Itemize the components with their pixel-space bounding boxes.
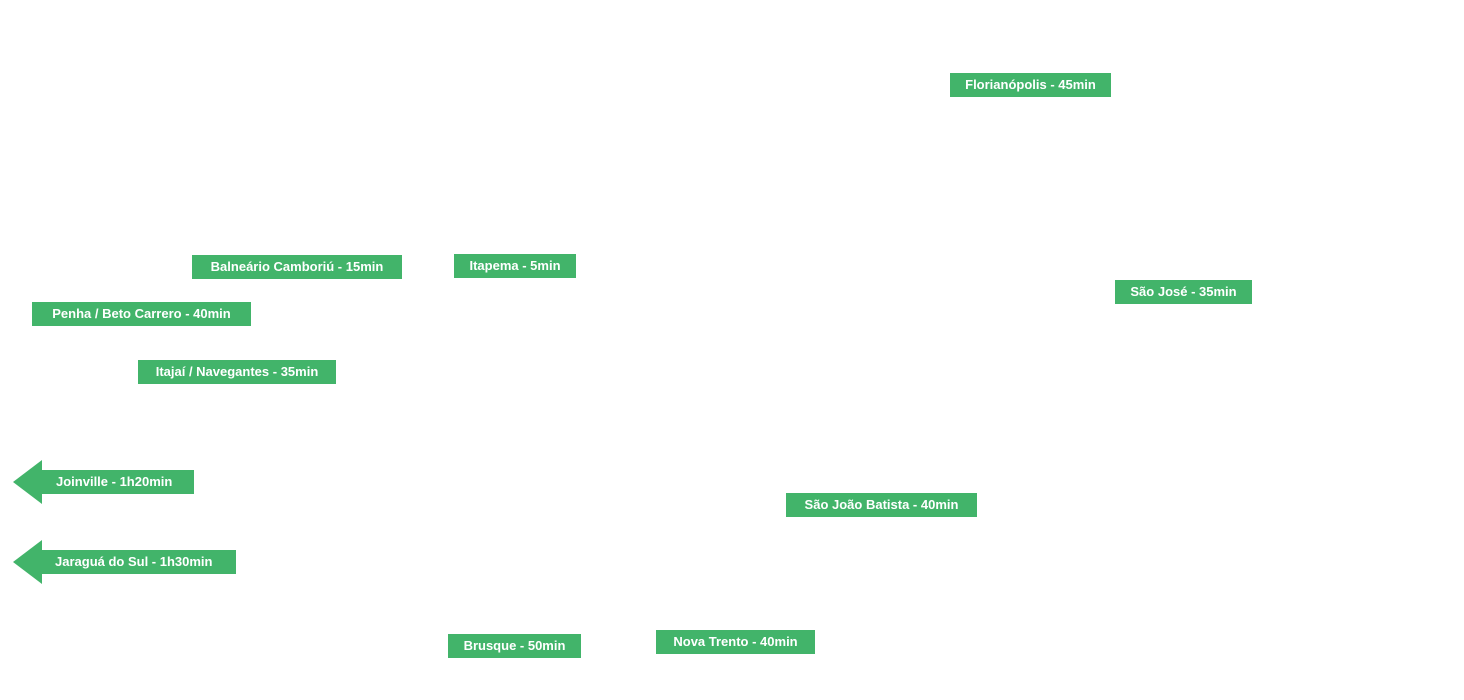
destination-tag-brusque: Brusque - 50min [448,634,581,658]
destination-label: São João Batista - 40min [804,497,959,512]
destination-label: Balneário Camboriú - 15min [210,259,384,274]
destination-label: Nova Trento - 40min [673,634,798,649]
destination-tag-sao-joao-batista: São João Batista - 40min [786,493,977,517]
destination-label: Jaraguá do Sul - 1h30min [55,554,213,569]
destination-tag-penha-beto-carrero: Penha / Beto Carrero - 40min [32,302,251,326]
arrow-left-icon [13,460,42,504]
destination-tag-florianopolis: Florianópolis - 45min [950,73,1111,97]
destination-tag-jaragua-do-sul: Jaraguá do Sul - 1h30min [13,540,236,584]
destination-label: Florianópolis - 45min [965,77,1096,92]
destination-tag-joinville: Joinville - 1h20min [13,460,194,504]
destination-tag-itapema: Itapema - 5min [454,254,576,278]
destination-label: Itapema - 5min [469,258,561,273]
destination-tag-balneario-camboriu: Balneário Camboriú - 15min [192,255,402,279]
destination-label: Brusque - 50min [463,638,566,653]
destination-tag-itajai-navegantes: Itajaí / Navegantes - 35min [138,360,336,384]
destination-label: Joinville - 1h20min [56,474,173,489]
destination-label: Itajaí / Navegantes - 35min [155,364,319,379]
destination-tag-nova-trento: Nova Trento - 40min [656,630,815,654]
arrow-left-icon [13,540,42,584]
destination-tag-sao-jose: São José - 35min [1115,280,1252,304]
destination-label: Penha / Beto Carrero - 40min [52,306,231,321]
destination-label: São José - 35min [1130,284,1237,299]
